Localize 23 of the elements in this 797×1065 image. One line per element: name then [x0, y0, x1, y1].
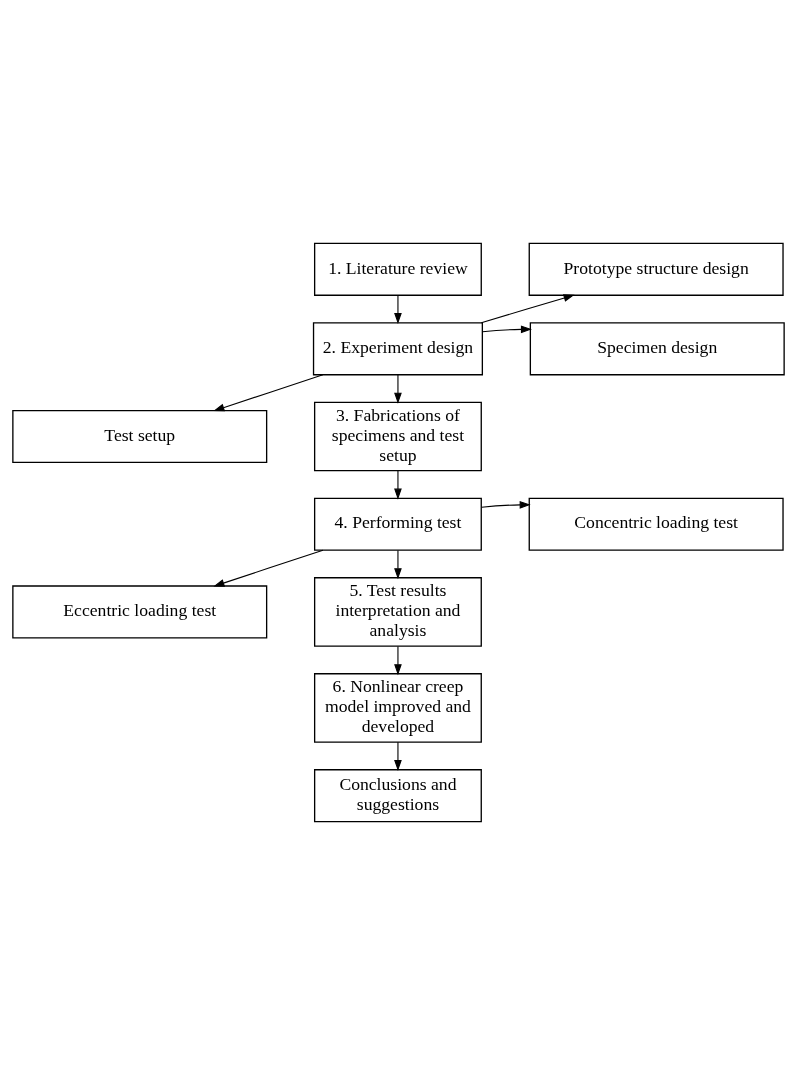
arrow	[394, 741, 402, 772]
node-box: Concentric loading test	[528, 497, 784, 551]
arrow	[481, 500, 531, 509]
arrow	[394, 374, 402, 404]
node-box: Prototype structure design	[528, 242, 784, 296]
node-box: Eccentric loading test	[12, 585, 268, 639]
node-box: 1. Literature review	[313, 242, 482, 296]
node-box: Conclusions and suggestions	[313, 769, 482, 823]
arrow	[394, 645, 402, 676]
arrow	[394, 294, 402, 324]
arrow	[394, 470, 402, 500]
arrow	[213, 549, 324, 587]
arrow	[481, 325, 532, 334]
node-box: 4. Performing test	[313, 497, 482, 551]
arrow	[213, 374, 324, 412]
node-box: 5. Test results interpretation and analysis	[313, 577, 482, 647]
node-box: 2. Experiment design	[312, 322, 484, 376]
node-box: 3. Fabrications of specimens and test setup	[313, 401, 482, 472]
node-box: Test setup	[12, 409, 268, 464]
arrow	[394, 549, 402, 580]
node-box: 6. Nonlinear creep model improved and developed	[313, 673, 482, 743]
node-box: Specimen design	[529, 322, 785, 376]
arrow	[480, 294, 575, 324]
